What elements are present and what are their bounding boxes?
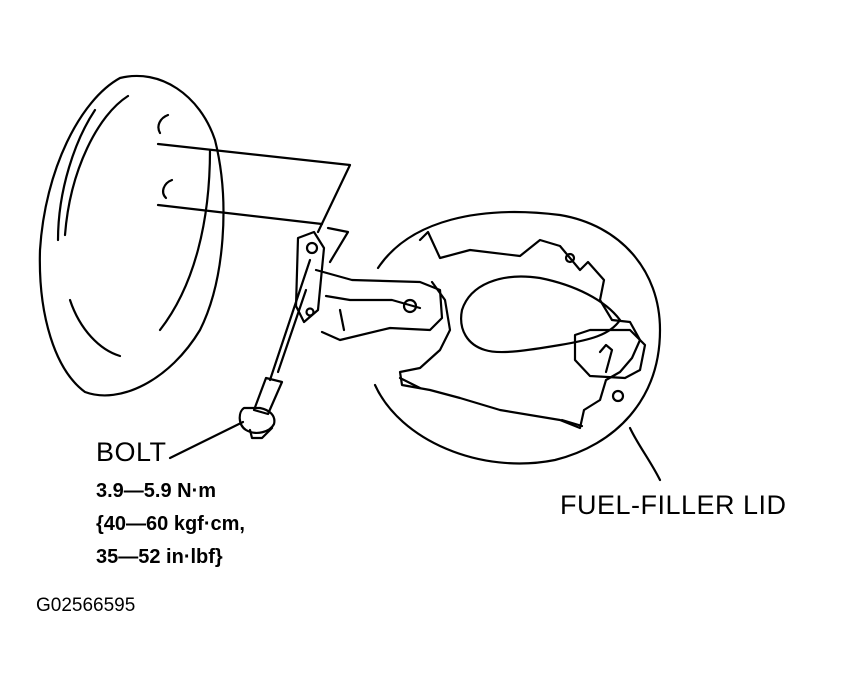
hinge-assembly (294, 230, 444, 342)
torque-kgf-spec: {40—60 kgf·cm, (96, 513, 245, 535)
alignment-lines (156, 142, 352, 264)
figure-code: G02566595 (36, 595, 136, 616)
bolt-label: BOLT (96, 437, 167, 467)
lid-leader-line (628, 426, 662, 482)
torque-inlbf-spec: 35—52 in·lbf} (96, 546, 223, 568)
fuel-filler-opening (38, 74, 225, 397)
leader-lines (168, 420, 662, 482)
fuel-filler-lid (373, 210, 662, 465)
fuel-filler-lid-label: FUEL-FILLER LID (560, 490, 787, 520)
bolt-assembly (238, 258, 312, 440)
torque-nm-spec: 3.9—5.9 N·m (96, 480, 217, 502)
bolt-leader-line (168, 420, 245, 460)
